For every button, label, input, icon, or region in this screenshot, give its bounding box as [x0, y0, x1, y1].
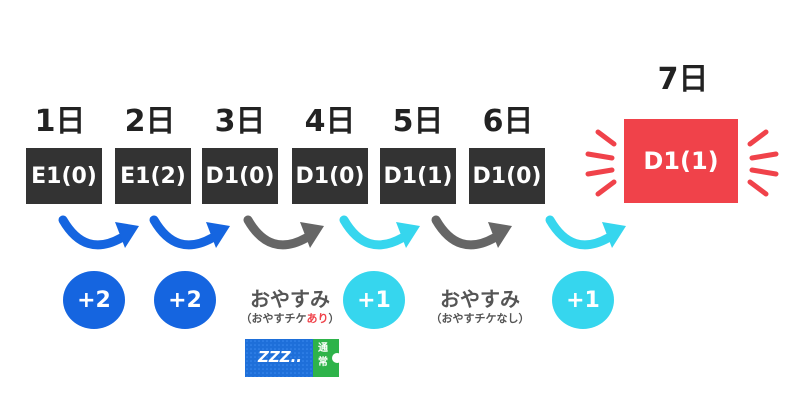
day-box-1: E1(0) [26, 148, 102, 204]
rest-sub-3-close: ） [328, 312, 340, 325]
day-box-3: D1(0) [202, 148, 278, 204]
day-box-6: D1(0) [469, 148, 545, 204]
burst-right-icon [747, 129, 779, 197]
day-label-7: 7日 [657, 62, 709, 97]
burst-left-icon [585, 129, 617, 197]
bonus-badge-4: +1 [343, 271, 405, 329]
day-label-2: 2日 [124, 104, 176, 139]
day-box-2: E1(2) [115, 148, 191, 204]
rest-ticket-side-text: 通常 [318, 343, 328, 368]
day-box-7-highlight: D1(1) [624, 119, 738, 203]
arrow-2-icon [149, 215, 230, 250]
day-label-3: 3日 [214, 104, 266, 139]
arrow-1-icon [58, 215, 139, 250]
rest-sub-5: （おやすチケなし） [430, 312, 530, 325]
arrow-6-icon [545, 215, 626, 250]
day-label-6: 6日 [482, 104, 534, 139]
bonus-badge-2: +2 [154, 271, 216, 329]
rest-ticket-text: ZZZ.. [257, 348, 303, 366]
rest-sub-3-open: （おやすチケ [240, 312, 307, 325]
rest-title-3: おやすみ [250, 287, 330, 311]
rest-sub-3: （おやすチケあり） [230, 310, 350, 326]
arrow-3-icon [243, 215, 324, 250]
rest-sub-3-highlight: あり [306, 312, 329, 325]
rest-ticket-icon: ZZZ.. 通常 [245, 339, 342, 377]
arrow-5-icon [431, 215, 512, 250]
day-label-4: 4日 [304, 104, 356, 139]
day-box-4: D1(0) [292, 148, 368, 204]
day-box-5: D1(1) [380, 148, 456, 204]
arrow-4-icon [339, 215, 420, 250]
day-label-1: 1日 [34, 104, 86, 139]
bonus-badge-6: +1 [552, 271, 614, 329]
rest-title-5: おやすみ [440, 287, 520, 311]
day-label-5: 5日 [392, 104, 444, 139]
bonus-badge-1: +2 [63, 271, 125, 329]
